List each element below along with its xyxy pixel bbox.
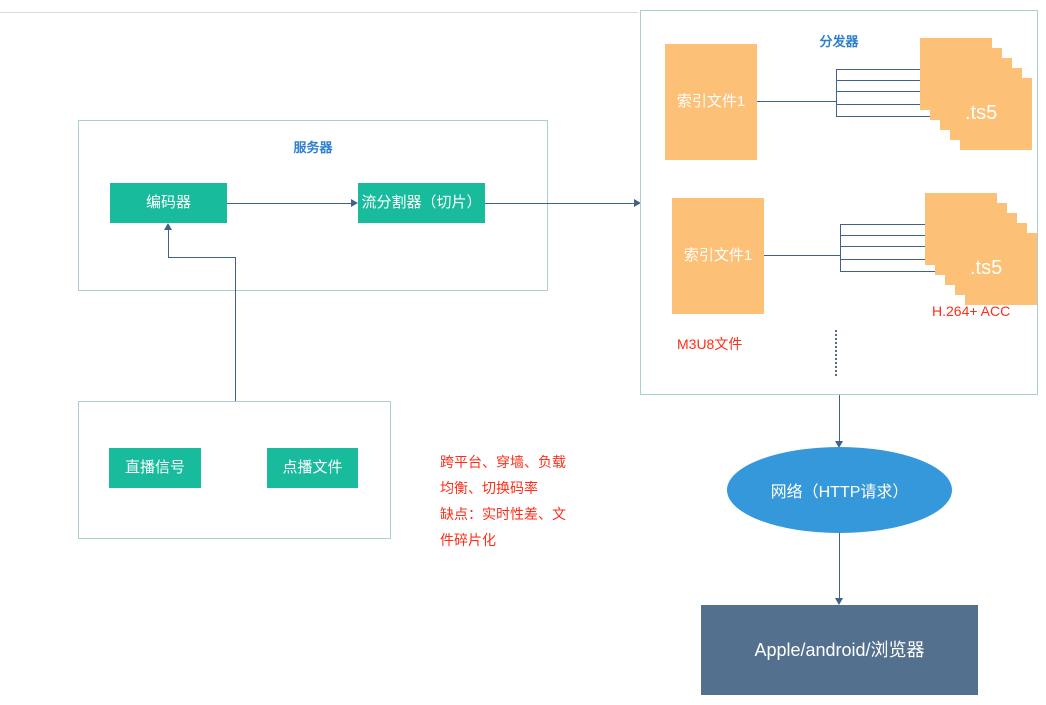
connector-sources-to-encoder [168, 230, 169, 258]
connector-index2-to-fan [764, 255, 840, 256]
vod-file-box[interactable]: 点播文件 [267, 448, 358, 488]
codec-label: H.264+ ACC [932, 303, 1011, 319]
stream-segmenter-box[interactable]: 流分割器（切片） [358, 183, 485, 223]
ts-shard-1-5 [960, 78, 1032, 150]
network-ellipse[interactable]: 网络（HTTP请求） [727, 447, 952, 533]
arrowhead-segmenter-to-distributor [634, 199, 641, 207]
fan-spine-1 [836, 69, 837, 116]
index-file-box-1[interactable]: 索引文件1 [665, 44, 757, 160]
live-signal-box[interactable]: 直播信号 [109, 448, 201, 488]
fan-line-1-3 [836, 91, 969, 92]
fan-line-2-1 [840, 224, 953, 225]
ts-segment-stack-2: .ts5 [925, 193, 1037, 305]
ts-shard-2-5 [965, 233, 1037, 305]
fan-line-1-2 [836, 80, 959, 81]
note-disadvantages: 缺点：实时性差、文 件碎片化 [440, 506, 566, 548]
arrowhead-network-to-clients [835, 598, 843, 605]
connector-sources-horizontal [168, 257, 236, 258]
connector-sources-vertical [235, 257, 236, 401]
arrowhead-sources-to-encoder [164, 223, 172, 230]
distributor-title: 分发器 [819, 34, 859, 49]
fan-line-2-2 [840, 235, 963, 236]
clients-box[interactable]: Apple/android/浏览器 [701, 605, 978, 695]
ts-segment-stack-1: .ts5 [920, 38, 1032, 150]
distributor-container: 分发器 [640, 10, 1038, 395]
ts-label-2: .ts5 [970, 257, 1003, 279]
note-advantages: 跨平台、穿墙、负载 均衡、切换码率 [440, 454, 566, 496]
connector-segmenter-to-distributor [485, 203, 638, 204]
fan-spine-2 [840, 224, 841, 271]
fan-line-2-3 [840, 246, 973, 247]
connector-index1-to-fan [757, 101, 836, 102]
fan-line-1-4 [836, 104, 979, 105]
fan-line-1-1 [836, 69, 949, 70]
connector-distributor-to-network [839, 395, 840, 443]
arrowhead-distributor-to-network [835, 441, 843, 448]
server-title: 服务器 [293, 140, 333, 155]
fan-line-2-4 [840, 259, 983, 260]
ellipsis-dotted-line [835, 330, 837, 376]
connector-network-to-clients [839, 533, 840, 600]
index-file-box-2[interactable]: 索引文件1 [672, 198, 764, 314]
sources-container [78, 401, 391, 539]
connector-encoder-to-segmenter [227, 203, 351, 204]
ts-label-1: .ts5 [965, 102, 998, 124]
server-container: 服务器 [78, 120, 548, 291]
fan-line-1-5 [836, 116, 989, 117]
arrowhead-encoder-to-segmenter [351, 199, 358, 207]
encoder-box[interactable]: 编码器 [110, 183, 227, 223]
m3u8-label: M3U8文件 [677, 336, 743, 352]
top-divider-rule [0, 12, 638, 13]
fan-line-2-5 [840, 271, 993, 272]
